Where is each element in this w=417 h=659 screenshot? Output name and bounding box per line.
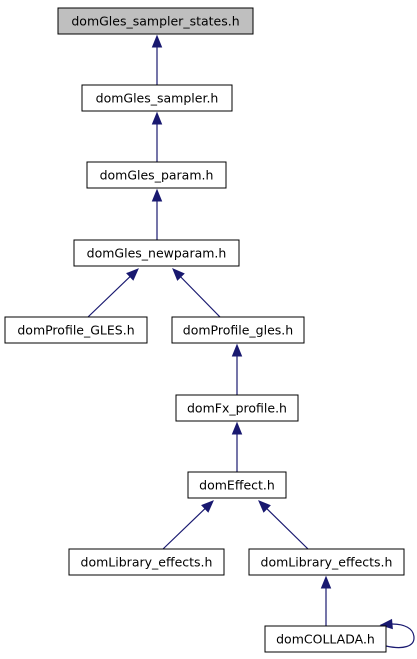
edge-library-right-to-effect [258,500,309,550]
node-box [81,84,233,112]
edge-collada-to-library-right [320,575,332,626]
node-label: domProfile_GLES.h [17,323,134,338]
node-box [248,548,405,576]
edge-line [162,508,206,550]
node-label: domFx_profile.h [187,401,287,416]
node-domLibrary_effects-h-left[interactable]: domLibrary_effects.h [68,548,225,576]
arrowhead-self-loop [379,618,393,630]
arrowhead [172,268,185,281]
node-label: domLibrary_effects.h [261,555,393,570]
edge-effect-to-fx-profile [231,421,243,472]
arrowhead [151,111,163,125]
arrowhead [320,575,332,589]
node-box [171,316,305,344]
edges-layer [87,34,415,649]
edge-collada-self-loop [379,618,415,649]
node-box [175,394,299,422]
node-label: domGles_param.h [100,168,214,183]
edge-line [87,276,131,318]
node-domProfile_gles-h[interactable]: domProfile_gles.h [171,316,305,344]
nodes-layer: domGles_sampler_states.h domGles_sampler… [4,7,405,653]
node-domGles_sampler-h[interactable]: domGles_sampler.h [81,84,233,112]
node-label: domGles_newparam.h [87,246,227,261]
arrowhead [231,421,243,435]
node-box [68,548,225,576]
node-box [187,471,287,499]
node-domGles_sampler_states-h[interactable]: domGles_sampler_states.h [57,7,254,35]
arrowhead [151,188,163,202]
arrowhead [201,500,214,513]
arrowhead [151,34,163,48]
arrowhead [126,268,139,281]
edge-profile-GLES-to-newparam [87,268,139,318]
arrowhead [231,343,243,357]
node-label: domEffect.h [199,478,275,493]
edge-profile-gles-to-newparam [172,268,221,318]
node-domCOLLADA-h[interactable]: domCOLLADA.h [264,625,387,653]
self-loop-curve [385,623,415,649]
node-label: domLibrary_effects.h [81,555,213,570]
edge-library-left-to-effect [162,500,214,550]
edge-param-to-sampler [151,111,163,162]
edge-line [266,508,309,550]
node-box [264,625,387,653]
arrowhead [258,500,271,513]
node-box [4,316,148,344]
node-label: domProfile_gles.h [183,323,293,338]
edge-newparam-to-param [151,188,163,240]
edge-sampler-to-sampler-states [151,34,163,85]
node-domLibrary_effects-h-right[interactable]: domLibrary_effects.h [248,548,405,576]
node-domProfile_GLES-h[interactable]: domProfile_GLES.h [4,316,148,344]
node-box [73,239,240,267]
node-domGles_param-h[interactable]: domGles_param.h [86,161,227,189]
node-box [57,7,254,35]
node-box [86,161,227,189]
node-label: domGles_sampler.h [96,91,219,106]
node-label: domGles_sampler_states.h [71,14,239,29]
node-domEffect-h[interactable]: domEffect.h [187,471,287,499]
node-domGles_newparam-h[interactable]: domGles_newparam.h [73,239,240,267]
edge-line [180,276,221,318]
node-label: domCOLLADA.h [276,632,375,647]
edge-fx-profile-to-profile-gles [231,343,243,395]
node-domFx_profile-h[interactable]: domFx_profile.h [175,394,299,422]
